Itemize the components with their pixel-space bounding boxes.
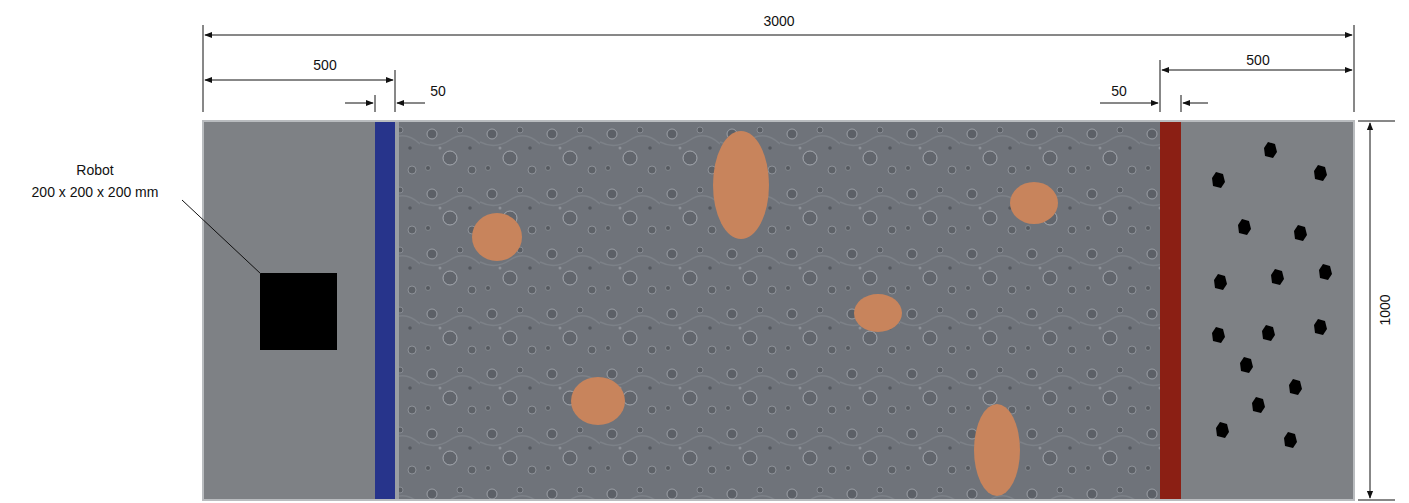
rock: [1238, 219, 1251, 235]
dimension-label: 50: [1109, 84, 1129, 99]
rock: [1314, 319, 1327, 335]
robot-label: Robot: [74, 163, 115, 178]
rock: [1216, 422, 1229, 438]
rock: [1262, 325, 1275, 341]
dimension-label: 500: [1244, 53, 1271, 68]
rock: [1294, 225, 1307, 241]
dimension-label: 500: [311, 58, 338, 73]
robot-size-label: 200 x 200 x 200 mm: [30, 185, 161, 200]
rock: [1212, 327, 1225, 343]
rock: [1314, 165, 1327, 181]
rock: [1264, 142, 1277, 158]
rock: [1319, 264, 1332, 280]
dimension-label: 3000: [761, 14, 796, 29]
rock: [1271, 269, 1284, 285]
rock: [1212, 172, 1225, 188]
rock: [1240, 357, 1253, 373]
rock: [1252, 397, 1265, 413]
rock: [1214, 274, 1227, 290]
dimension-label: 50: [428, 84, 448, 99]
dimension-label: 1000: [1378, 292, 1393, 327]
rock: [1284, 432, 1297, 448]
rock: [1289, 379, 1302, 395]
